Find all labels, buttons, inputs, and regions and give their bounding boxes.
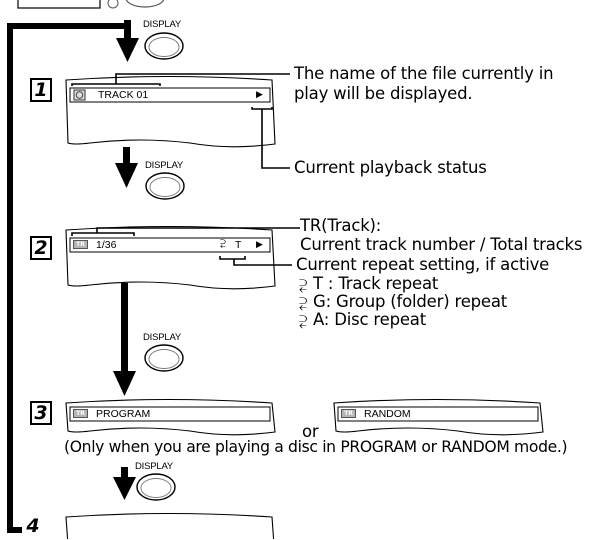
screen1-play-icon: ▶ (256, 89, 263, 99)
disc-icon (73, 89, 86, 101)
repeat-icon-disc: ⥻ (299, 313, 307, 329)
repeat-option-track: T : Track repeat (313, 274, 439, 293)
step-2-box: 2 (30, 236, 52, 260)
tv-screen-4 (65, 512, 275, 539)
screen1-track-text: TRACK 01 (98, 89, 149, 101)
or-text: or (302, 422, 319, 441)
step-1-box: 1 (30, 78, 52, 102)
arrow-down-3 (113, 283, 136, 396)
tv-screen-1 (65, 75, 276, 148)
note-filename-line1: The name of the file currently in (294, 64, 554, 83)
random-text: RANDOM (364, 408, 411, 420)
callout-track (71, 227, 300, 236)
note-track-label: TR(Track): (300, 216, 382, 235)
note-filename-line2: play will be displayed. (294, 84, 473, 103)
loop-return-line (7, 23, 129, 533)
screen2-repeat-icon: ⥻ (220, 238, 226, 249)
note-playback-status: Current playback status (294, 158, 487, 177)
display-button-1[interactable] (144, 32, 184, 60)
display-label-3: DISPLAY (143, 332, 182, 343)
repeat-option-disc: A: Disc repeat (313, 310, 426, 329)
top-small-circle (107, 0, 119, 9)
display-label-2: DISPLAY (145, 160, 184, 171)
step-3-box: 3 (30, 401, 52, 425)
display-button-4[interactable] (136, 473, 176, 501)
callout-filename (71, 73, 290, 86)
tv-screen-2 (65, 225, 276, 290)
repeat-icon-group: ⥻ (299, 295, 307, 311)
arrow-down-2 (115, 147, 138, 188)
top-cut-screen (17, 0, 101, 9)
display-button-2[interactable] (145, 172, 185, 200)
callout-repeat (219, 256, 292, 266)
display-button-3[interactable] (144, 344, 184, 372)
tr-badge: TR (73, 240, 88, 249)
callout-status-1 (251, 107, 290, 169)
program-random-note: (Only when you are playing a disc in PRO… (64, 438, 568, 456)
step-4-box: 4 (22, 516, 44, 540)
repeat-option-group: G: Group (folder) repeat (313, 292, 508, 311)
display-label-1: DISPLAY (143, 19, 182, 30)
arrow-down-4 (113, 467, 136, 500)
tr-badge-program: TR (73, 409, 88, 418)
note-repeat-setting: Current repeat setting, if active (296, 255, 550, 274)
status-bar-2 (69, 237, 271, 253)
screen2-repeat-letter: T (235, 239, 242, 251)
program-text: PROGRAM (96, 408, 151, 420)
screen2-play-icon: ▶ (256, 239, 263, 249)
repeat-icon-track: ⥻ (299, 277, 307, 293)
screen2-track-count: 1/36 (96, 239, 117, 251)
tr-badge-random: TR (341, 409, 356, 418)
arrow-down-1 (116, 20, 139, 62)
note-track-desc: Current track number / Total tracks (300, 235, 583, 254)
top-cut-button (125, 0, 165, 8)
display-label-4: DISPLAY (135, 461, 174, 472)
status-bar-1 (69, 87, 271, 103)
